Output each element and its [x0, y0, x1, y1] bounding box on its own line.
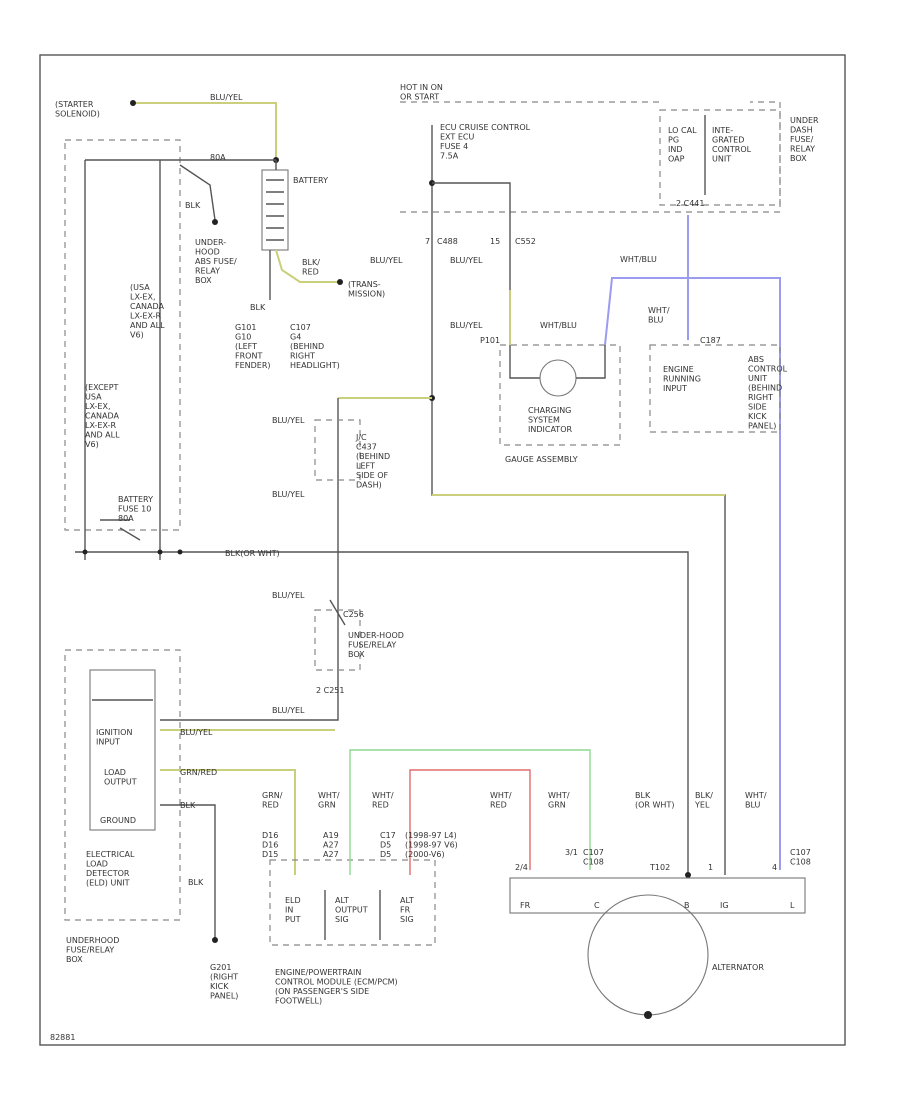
label-grn-red-b: GRN/RED — [262, 791, 283, 810]
label-transmission: (TRANS-MISSION) — [348, 280, 385, 299]
label-pin3b: 3/1 — [565, 848, 578, 857]
label-pin15: 15 — [490, 237, 500, 246]
label-pin7: 7 — [425, 237, 430, 246]
label-alt-fr: FR — [520, 901, 531, 910]
charging-indicator-lamp — [539, 359, 577, 397]
label-pin2b: 2/4 — [515, 863, 528, 872]
label-blu-yel-c: BLU/YEL — [450, 321, 483, 330]
label-alt-c: C — [594, 901, 600, 910]
label-blk-g: BLK — [188, 878, 204, 887]
label-battery: BATTERY — [293, 176, 328, 185]
eld-unit-box — [89, 669, 156, 831]
label-blk-or-wht: BLK(OR WHT) — [635, 791, 674, 810]
label-blk-yel: BLK/YEL — [694, 791, 713, 810]
label-blu-yel-f: BLU/YEL — [272, 591, 305, 600]
label-80a: 80A — [210, 153, 226, 162]
label-wht-grn-a: WHT/GRN — [318, 791, 340, 810]
label-years: (1998-97 L4)(1998-97 V6)(2000-V6) — [405, 831, 458, 859]
label-blk-gnd: BLK — [180, 801, 196, 810]
label-blu-yel-a: BLU/YEL — [370, 256, 403, 265]
label-alt-b: B — [684, 901, 690, 910]
label-wht-blu-a: WHT/BLU — [620, 255, 657, 264]
battery-symbol — [261, 169, 289, 251]
label-c251b: 2 C251 — [316, 686, 345, 695]
label-blu-yel-e: BLU/YEL — [272, 490, 305, 499]
label-blk2: BLK — [250, 303, 266, 312]
label-p101: P101 — [480, 336, 500, 345]
label-c256: C256 — [343, 610, 364, 619]
label-wht-red-a: WHT/RED — [372, 791, 394, 810]
label-wht-grn-b: WHT/GRN — [548, 791, 570, 810]
label-t102: T102 — [649, 863, 670, 872]
label-c552: C552 — [515, 237, 536, 246]
label-blk-red: BLK/RED — [302, 258, 320, 277]
label-blu-yel-g: BLU/YEL — [272, 706, 305, 715]
label-ground: GROUND — [100, 816, 136, 825]
label-c488: C488 — [437, 237, 458, 246]
alternator-connector — [509, 877, 806, 914]
label-alt-l: L — [790, 901, 795, 910]
diagram-id: 82881 — [50, 1033, 75, 1042]
label-blk-wht-mid: BLK(OR WHT) — [225, 549, 280, 558]
label-wht-blu-c: WHT/BLU — [648, 306, 670, 325]
label-alt-ig: IG — [720, 901, 729, 910]
label-c187: C187 — [700, 336, 721, 345]
label-wht-blu-d: WHT/BLU — [745, 791, 767, 810]
label-grn-red-a: GRN/RED — [180, 768, 217, 777]
label-gauge: GAUGE ASSEMBLY — [505, 455, 578, 464]
label-blu-yel-h: BLU/YEL — [180, 728, 213, 737]
label-alternator: ALTERNATOR — [712, 963, 764, 972]
label-wht-red-b: WHT/RED — [490, 791, 512, 810]
label-wht-blu-b: WHT/BLU — [540, 321, 577, 330]
label-blu-yel-b: BLU/YEL — [450, 256, 483, 265]
label-blu-yel-d: BLU/YEL — [272, 416, 305, 425]
label-pin1: 1 — [708, 863, 713, 872]
label-blu-yel-top: BLU/YEL — [210, 93, 243, 102]
label-blk1: BLK — [185, 201, 201, 210]
label-c441: 2 C441 — [676, 199, 705, 208]
label-pin4: 4 — [772, 863, 777, 872]
diagram-border — [39, 54, 846, 1046]
